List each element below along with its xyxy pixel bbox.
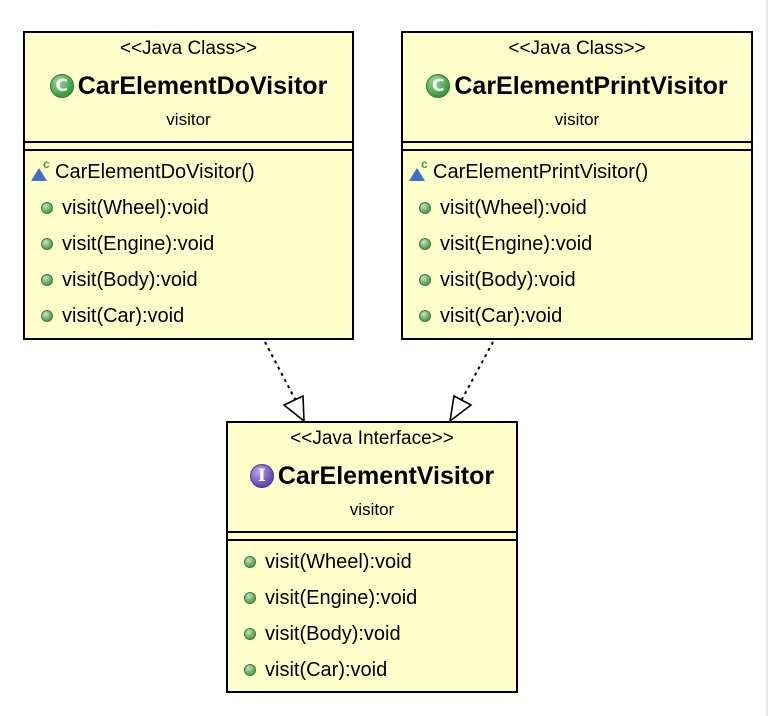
constructor-item[interactable]: c CarElementDoVisitor() (25, 154, 352, 190)
separator (403, 149, 751, 151)
public-method-icon (41, 274, 53, 286)
method-label: visit(Wheel):void (62, 196, 209, 219)
class-header: <<Java Class>> C CarElementDoVisitor vis… (25, 33, 352, 141)
class-header: <<Java Class>> C CarElementPrintVisitor … (403, 33, 751, 141)
public-method-icon (419, 202, 431, 214)
method-label: visit(Engine):void (440, 232, 593, 255)
public-method-icon (244, 664, 256, 676)
public-method-icon (244, 592, 256, 604)
method-label: visit(Car):void (440, 304, 563, 327)
realization-arrowhead-do (282, 394, 305, 423)
realization-line-print (460, 341, 494, 402)
package-label: visitor (166, 110, 211, 129)
constructor-label: CarElementPrintVisitor() (433, 160, 649, 183)
public-method-icon (419, 274, 431, 286)
method-list: visit(Wheel):void visit(Engine):void vis… (228, 541, 516, 688)
method-list: c CarElementDoVisitor() visit(Wheel):voi… (25, 151, 352, 334)
separator (228, 531, 516, 533)
package-label: visitor (349, 500, 395, 519)
constructor-icon: c (31, 157, 53, 181)
method-label: visit(Body):void (265, 622, 401, 645)
class-name: CarElementPrintVisitor (454, 71, 728, 100)
method-item[interactable]: visit(Body):void (228, 616, 516, 652)
method-item[interactable]: visit(Engine):void (25, 226, 352, 262)
constructor-item[interactable]: c CarElementPrintVisitor() (403, 154, 751, 190)
public-method-icon (41, 238, 53, 250)
package-label: visitor (554, 110, 600, 129)
public-method-icon (41, 310, 53, 322)
window-edge (766, 0, 768, 716)
method-label: visit(Body):void (440, 268, 576, 291)
public-method-icon (419, 238, 431, 250)
separator (25, 141, 352, 143)
method-label: visit(Car):void (265, 658, 388, 681)
stereotype-label: <<Java Class>> (119, 38, 258, 59)
public-method-icon (244, 556, 256, 568)
class-name: CarElementDoVisitor (77, 71, 328, 100)
realization-line-do (264, 341, 297, 402)
constructor-label: CarElementDoVisitor() (55, 160, 255, 183)
method-label: visit(Wheel):void (265, 550, 412, 573)
method-label: visit(Car):void (62, 304, 185, 327)
interface-header: <<Java Interface>> I CarElementVisitor v… (228, 423, 516, 531)
public-method-icon (419, 310, 431, 322)
method-item[interactable]: visit(Car):void (25, 298, 352, 334)
class-title-row: C CarElementDoVisitor (25, 70, 352, 102)
method-item[interactable]: visit(Car):void (403, 298, 751, 334)
class-icon: C (49, 74, 74, 98)
separator (228, 539, 516, 541)
class-box-car-element-do-visitor[interactable]: <<Java Class>> C CarElementDoVisitor vis… (23, 31, 354, 340)
interface-icon: I (249, 464, 274, 488)
method-item[interactable]: visit(Car):void (228, 652, 516, 688)
method-item[interactable]: visit(Wheel):void (228, 544, 516, 580)
method-item[interactable]: visit(Engine):void (228, 580, 516, 616)
stereotype-label: <<Java Interface>> (290, 428, 454, 449)
method-label: visit(Engine):void (265, 586, 418, 609)
realization-arrowhead-print (448, 394, 473, 423)
stereotype-label: <<Java Class>> (508, 38, 646, 59)
interface-name: CarElementVisitor (277, 461, 495, 490)
method-item[interactable]: visit(Wheel):void (25, 190, 352, 226)
method-label: visit(Wheel):void (440, 196, 587, 219)
class-icon: C (426, 74, 451, 98)
method-label: visit(Body):void (62, 268, 198, 291)
separator (403, 141, 751, 143)
interface-title-row: I CarElementVisitor (228, 460, 516, 492)
class-box-car-element-print-visitor[interactable]: <<Java Class>> C CarElementPrintVisitor … (401, 31, 753, 340)
method-label: visit(Engine):void (62, 232, 215, 255)
class-title-row: C CarElementPrintVisitor (403, 70, 751, 102)
method-item[interactable]: visit(Body):void (403, 262, 751, 298)
public-method-icon (41, 202, 53, 214)
constructor-icon: c (409, 157, 431, 181)
interface-box-car-element-visitor[interactable]: <<Java Interface>> I CarElementVisitor v… (226, 421, 518, 693)
separator (25, 149, 352, 151)
method-item[interactable]: visit(Engine):void (403, 226, 751, 262)
method-item[interactable]: visit(Wheel):void (403, 190, 751, 226)
method-item[interactable]: visit(Body):void (25, 262, 352, 298)
public-method-icon (244, 628, 256, 640)
method-list: c CarElementPrintVisitor() visit(Wheel):… (403, 151, 751, 334)
